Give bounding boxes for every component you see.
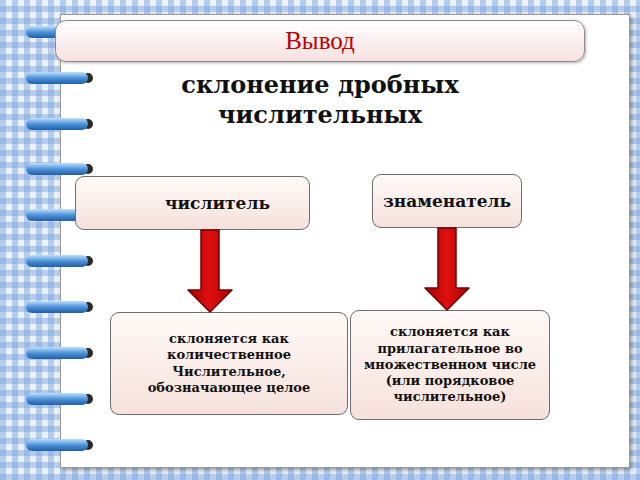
diagram-title: склонение дробных числительных [130, 70, 510, 130]
rule-box: склоняется как прилагательное во множест… [350, 310, 550, 420]
process-box: числитель [75, 176, 310, 230]
node-text: знаменатель [383, 191, 511, 211]
node-text: Вывод [285, 27, 355, 55]
text-stack: числитель [165, 193, 270, 213]
block-arrow [188, 230, 232, 312]
rule-box: склоняется как количественное Числительн… [110, 312, 348, 415]
text-stack: Вывод [285, 27, 355, 55]
node-text: склоняется как количественное Числительн… [111, 327, 347, 400]
heading-box: Вывод [55, 20, 585, 62]
ring-set [26, 26, 93, 451]
block-arrow [425, 228, 469, 310]
node-text: склоняется как прилагательное во множест… [351, 320, 549, 409]
text-stack: склоняется как количественное Числительн… [111, 327, 347, 400]
node-text: числитель [165, 193, 270, 213]
text-stack: знаменатель [383, 191, 511, 211]
arrow-shape [425, 228, 469, 310]
text-stack: склоняется как прилагательное во множест… [351, 320, 549, 409]
arrow-shape [188, 230, 232, 312]
process-box: знаменатель [372, 174, 522, 228]
